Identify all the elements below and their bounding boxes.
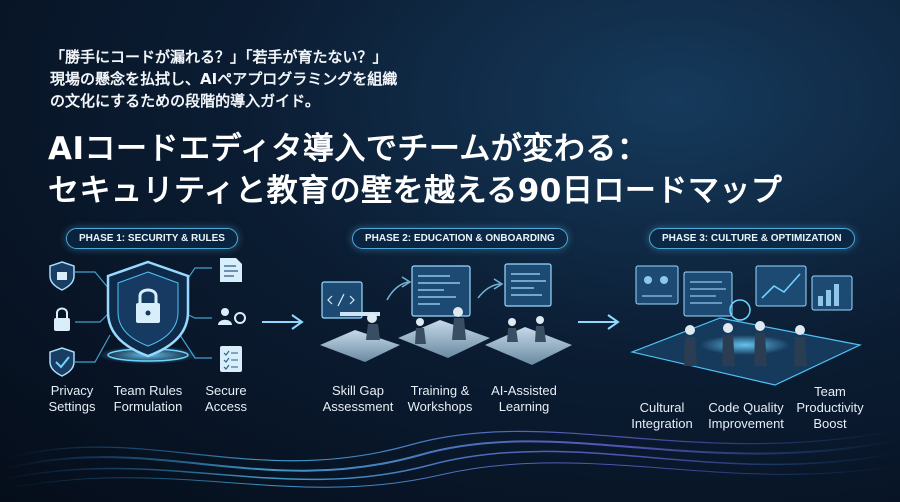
label-line: Boost [813,416,847,431]
arrow-icon [262,314,304,330]
label-line: Skill Gap [331,383,385,398]
users-gear-icon [218,308,246,325]
label-line: Integration [631,416,693,431]
subtitle: 「勝手にコードが漏れる？」「若手が育たない？」 現場の懸念を払拭し、AIペアプロ… [50,46,397,112]
subtitle-line-2: 現場の懸念を払拭し、AIペアプログラミングを組織 [50,70,398,88]
subtitle-line-3: の文化にするための段階的導入ガイド。 [50,92,320,110]
training-workshop-illustration [398,265,490,358]
check-shield-icon [49,347,75,377]
label-team-productivity: Team Productivity Boost [780,384,880,432]
phase-1-badge: PHASE 1: SECURITY & RULES [66,228,238,249]
label-line: Secure [205,383,247,398]
arrow-icon [578,314,620,330]
label-secure-access: Secure Access [176,383,276,415]
phase-2-badge: PHASE 2: EDUCATION & ONBOARDING [352,228,568,249]
label-line: Team Rules [113,383,183,398]
checklist-icon [220,346,242,372]
culture-optimization-illustration [629,265,862,386]
title-line-1: AIコードエディタ導入でチームが変わる： [48,131,649,167]
label-line: Learning [498,399,550,414]
label-line: AI-Assisted [491,383,557,398]
ai-learning-illustration [485,263,572,365]
label-line: Cultural [639,400,685,415]
lock-icon [54,307,70,331]
wave-decoration [0,429,900,491]
label-skill-gap: Skill Gap Assessment [308,383,408,415]
label-line: Training & [410,383,470,398]
phase-3-badge: PHASE 3: CULTURE & OPTIMIZATION [649,228,855,249]
subtitle-line-1: 「勝手にコードが漏れる？」「若手が育たない？」 [50,48,388,66]
shield-icon [49,261,75,291]
shield-lock-icon [98,260,198,364]
document-icon [220,258,242,282]
label-line: Formulation [113,399,183,414]
label-privacy-settings: Privacy Settings [22,383,122,415]
label-line: Productivity [796,400,864,415]
label-line: Code Quality [708,400,784,415]
label-cultural-integration: Cultural Integration [612,400,712,432]
page-title: AIコードエディタ導入でチームが変わる： セキュリティと教育の壁を越える90日ロ… [48,128,782,212]
label-line: Settings [48,399,96,414]
label-line: Access [205,399,247,414]
label-training: Training & Workshops [390,383,490,415]
skill-assessment-illustration [320,281,400,362]
label-line: Assessment [322,399,394,414]
label-line: Team [814,384,846,399]
label-code-quality: Code Quality Improvement [696,400,796,432]
label-team-rules: Team Rules Formulation [98,383,198,415]
label-ai-learning: AI-Assisted Learning [474,383,574,415]
label-line: Improvement [708,416,784,431]
label-line: Privacy [50,383,94,398]
title-line-2: セキュリティと教育の壁を越える90日ロードマップ [48,173,783,209]
label-line: Workshops [407,399,473,414]
